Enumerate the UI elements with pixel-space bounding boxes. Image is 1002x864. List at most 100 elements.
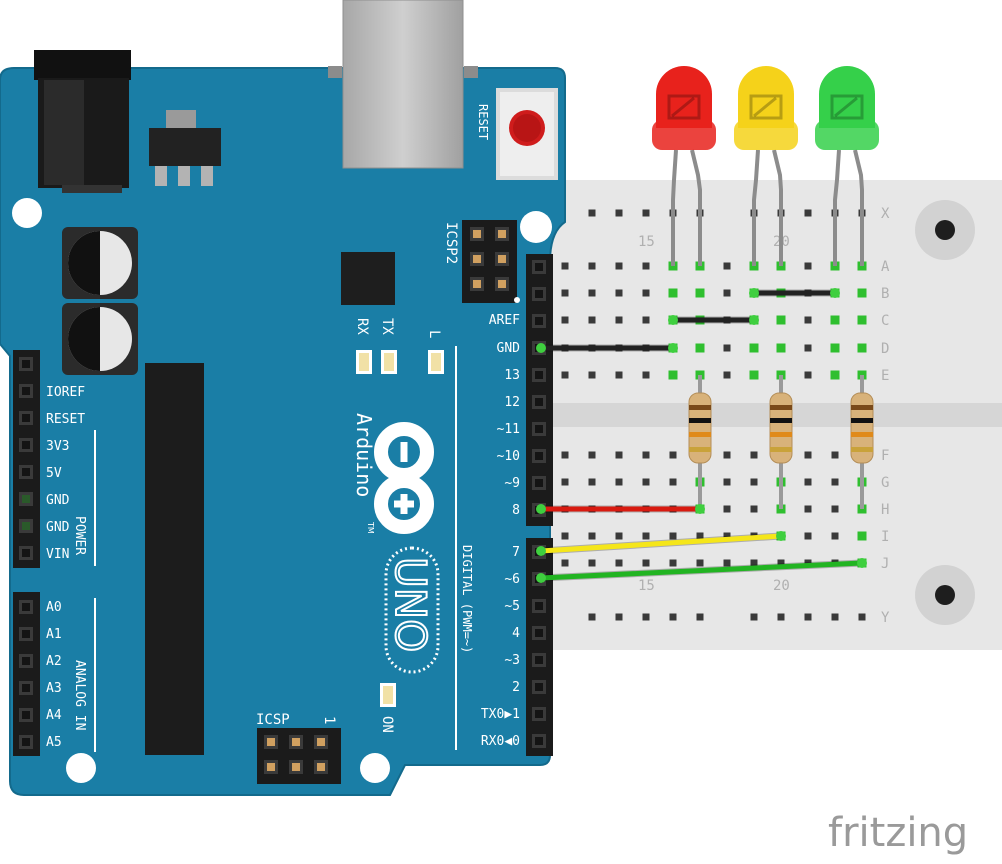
breadboard-hole — [615, 209, 623, 217]
breadboard-hole — [669, 559, 677, 567]
breadboard-hole — [804, 344, 812, 352]
breadboard-hole — [804, 505, 812, 513]
board-pcb — [0, 67, 566, 796]
digital-pin-label: ~3 — [504, 653, 520, 668]
breadboard-hole — [750, 613, 758, 621]
power-pin-label: RESET — [46, 412, 85, 427]
connected-hole — [695, 288, 705, 298]
breadboard-hole — [750, 451, 758, 459]
breadboard-hole — [588, 478, 596, 486]
breadboard-hole — [804, 371, 812, 379]
connected-hole — [749, 343, 759, 353]
breadboard-hole — [642, 209, 650, 217]
breadboard-hole — [588, 613, 596, 621]
mount-hole — [360, 753, 390, 783]
breadboard-hole — [750, 505, 758, 513]
pin-labels: IOREFRESET3V35VGNDGNDVINA0A1A2A3A4A5AREF… — [46, 313, 520, 750]
breadboard-hole — [642, 289, 650, 297]
breadboard-hole — [804, 532, 812, 540]
breadboard-hole — [804, 262, 812, 270]
breadboard-hole — [831, 532, 839, 540]
leds — [652, 66, 879, 266]
breadboard-hole — [561, 478, 569, 486]
resistors — [688, 375, 874, 509]
breadboard-hole — [561, 316, 569, 324]
breadboard-hole — [858, 613, 866, 621]
power-pin-label: GND — [46, 520, 70, 535]
digital-pin-label: ~5 — [504, 599, 520, 614]
breadboard-hole — [723, 505, 731, 513]
row-label: A — [881, 259, 890, 275]
connected-hole — [857, 315, 867, 325]
column-label: 20 — [773, 578, 790, 594]
on-label: ON — [379, 716, 395, 733]
reset-button[interactable] — [496, 88, 558, 180]
digital-pin-label: 13 — [504, 368, 520, 383]
l-label: L — [426, 330, 442, 338]
analog-pin-label: A3 — [46, 681, 62, 696]
breadboard-hole — [642, 316, 650, 324]
breadboard-hole — [615, 532, 623, 540]
digital-pin-label: TX0▶1 — [481, 707, 520, 722]
breadboard-hole — [696, 532, 704, 540]
yellow-led — [734, 66, 798, 266]
icsp2-label: ICSP2 — [443, 222, 459, 264]
connected-hole — [830, 343, 840, 353]
connected-hole — [830, 315, 840, 325]
breadboard-hole — [561, 371, 569, 379]
row-label: Y — [881, 610, 890, 626]
breadboard-hole — [615, 559, 623, 567]
breadboard-hole — [615, 262, 623, 270]
breadboard-hole — [804, 613, 812, 621]
breadboard-hole — [588, 209, 596, 217]
breadboard-hole — [561, 262, 569, 270]
green-led — [815, 66, 879, 266]
resistor — [769, 375, 793, 509]
breadboard-hole — [642, 532, 650, 540]
row-label: B — [881, 286, 889, 302]
tx-led — [381, 350, 397, 374]
microcontroller — [145, 363, 204, 755]
breadboard-hole — [696, 613, 704, 621]
digital-pin-label: 2 — [512, 680, 520, 695]
power-pin-label: VIN — [46, 547, 69, 562]
capacitor — [62, 303, 138, 375]
breadboard-hole — [831, 451, 839, 459]
wire-B18-B21 — [749, 288, 840, 298]
breadboard-hole — [561, 559, 569, 567]
breadboard-hole — [777, 613, 785, 621]
usb-connector — [328, 0, 478, 169]
breadboard-hole — [588, 371, 596, 379]
breadboard-hole — [588, 316, 596, 324]
row-label: D — [881, 341, 889, 357]
resistor — [850, 375, 874, 509]
breadboard-hole — [642, 451, 650, 459]
breadboard-hole — [777, 559, 785, 567]
breadboard-hole — [723, 478, 731, 486]
breadboard-hole — [642, 559, 650, 567]
digital-pin-label: AREF — [489, 313, 520, 328]
rx-label: RX — [354, 318, 370, 335]
wire-8-H16 — [536, 504, 705, 514]
uno-badge — [384, 546, 440, 674]
breadboard-hole — [669, 478, 677, 486]
mount-hole — [66, 753, 96, 783]
icsp-header — [257, 728, 341, 784]
breadboard-hole — [831, 478, 839, 486]
wire-GND-D15 — [536, 343, 678, 353]
connected-hole — [857, 531, 867, 541]
connected-hole — [776, 315, 786, 325]
mount-hole — [12, 198, 42, 228]
breadboard-hole — [669, 532, 677, 540]
breadboard-hole — [723, 451, 731, 459]
analog-pin-label: A4 — [46, 708, 62, 723]
breadboard-hole — [804, 478, 812, 486]
breadboard-hole — [750, 478, 758, 486]
tx-label: TX — [379, 318, 395, 335]
usb-chip — [341, 252, 395, 305]
breadboard-hole — [642, 613, 650, 621]
analog-label: ANALOG IN — [72, 660, 87, 730]
connected-hole — [776, 343, 786, 353]
